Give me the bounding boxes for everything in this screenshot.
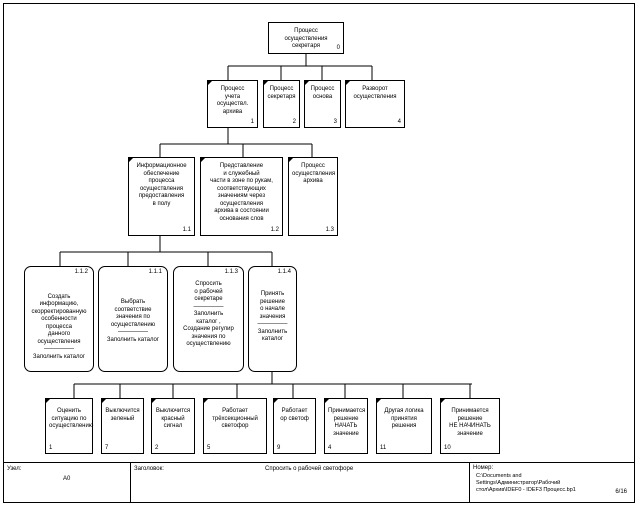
footer-number-cell: Номер: C:\Documents and Settings\Админис… <box>470 463 635 503</box>
node-number: 1 <box>250 118 254 125</box>
node-label: Принимается решение НАЧАТЬ значение <box>328 408 366 437</box>
node-label: Другая логика принятия решения <box>384 408 424 429</box>
diagram-frame <box>3 3 635 503</box>
corner-mark <box>324 398 330 404</box>
corner-mark <box>151 398 157 404</box>
idef-footer: Узел: A0 Заголовок: Спросить о рабочей с… <box>3 462 635 504</box>
node-label: Процесс осуществления архива <box>292 163 336 184</box>
corner-mark <box>440 398 446 404</box>
corner-mark <box>207 80 213 86</box>
node-l4-2[interactable]: Выключится зеленый 7 <box>101 398 144 454</box>
node-number: 1.1.3 <box>224 269 238 275</box>
node-root[interactable]: Процесс осуществления секретаря 0 <box>268 22 344 54</box>
node-number: 4 <box>397 118 401 125</box>
node-2[interactable]: Процесс секретаря 2 <box>263 80 300 128</box>
node-number: 9 <box>277 444 281 451</box>
node-label: Принимается решение НЕ НАЧИНАТЬ значение <box>449 408 491 437</box>
node-number: 11 <box>380 444 387 451</box>
corner-mark <box>45 398 51 404</box>
node-number: 2 <box>155 444 159 451</box>
node-number: 1.2 <box>270 226 279 233</box>
corner-mark <box>203 398 209 404</box>
node-label: Процесс секретаря <box>267 86 296 100</box>
footer-node-value: A0 <box>63 476 71 482</box>
node-1-1-2[interactable]: 1.1.2 Создать информацию, скорректирован… <box>24 266 94 372</box>
node-label: Работает трёхсекционный светофор <box>212 408 258 429</box>
corner-mark <box>345 80 351 86</box>
node-number: 5 <box>207 444 211 451</box>
node-number: 3 <box>333 118 337 125</box>
footer-page: 6/16 <box>615 489 627 495</box>
node-number: 0 <box>336 44 340 51</box>
footer-node-cell: Узел: A0 <box>3 463 131 503</box>
node-3[interactable]: Процесс основа 3 <box>304 80 341 128</box>
node-label: Информационное обеспечение процесса осущ… <box>136 163 187 207</box>
node-number: 7 <box>105 444 109 451</box>
footer-title-cell: Заголовок: Спросить о рабочей светофоре <box>131 463 470 503</box>
footer-title-value: Спросить о рабочей светофоре <box>265 466 354 472</box>
node-label: Оценить ситуацию по осуществлению <box>49 408 94 429</box>
corner-mark <box>263 80 269 86</box>
node-1-2[interactable]: Представление и служебный части в зоне п… <box>200 157 283 236</box>
node-label: Разворот осуществления <box>353 86 397 100</box>
corner-mark <box>288 157 294 163</box>
node-number: 1 <box>49 444 53 451</box>
node-1-1-3[interactable]: 1.1.3 Спросить о рабочей секретаре —————… <box>173 266 244 372</box>
node-1-1-4[interactable]: 1.1.4 Принять решение о начале значения … <box>248 266 297 372</box>
node-1-3[interactable]: Процесс осуществления архива 1.3 <box>288 157 338 236</box>
node-label: Процесс основа <box>310 86 335 100</box>
corner-mark <box>200 157 206 163</box>
footer-path: C:\Documents and Settings\Администратор\… <box>476 473 576 493</box>
footer-node-label: Узел: <box>7 466 22 472</box>
node-l4-8[interactable]: Принимается решение НЕ НАЧИНАТЬ значение… <box>440 398 500 454</box>
node-l4-7[interactable]: Другая логика принятия решения 11 <box>376 398 432 454</box>
node-4[interactable]: Разворот осуществления 4 <box>345 80 405 128</box>
node-label: Процесс учета осуществл. архива <box>216 86 249 115</box>
footer-title-label: Заголовок: <box>134 466 164 472</box>
node-label: Процесс осуществления секретаря <box>284 28 328 49</box>
node-label: Создать информацию, скорректированную ос… <box>31 293 87 360</box>
node-label: Представление и служебный части в зоне п… <box>210 163 273 222</box>
node-number: 1.1 <box>182 226 191 233</box>
node-l4-6[interactable]: Принимается решение НАЧАТЬ значение 4 <box>324 398 368 454</box>
node-number: 2 <box>292 118 296 125</box>
node-number: 1.3 <box>325 226 334 233</box>
corner-mark <box>128 157 134 163</box>
corner-mark <box>273 398 279 404</box>
corner-mark <box>304 80 310 86</box>
node-number: 1.1.1 <box>148 269 162 275</box>
node-number: 1.1.2 <box>74 269 88 275</box>
node-label: Спросить о рабочей секретаре ————— Запол… <box>183 281 234 347</box>
node-number: 10 <box>444 444 451 451</box>
corner-mark <box>101 398 107 404</box>
node-1-1[interactable]: Информационное обеспечение процесса осущ… <box>128 157 195 236</box>
footer-number-label: Номер: <box>473 465 494 471</box>
node-l4-3[interactable]: Выключится красный сигнал 2 <box>151 398 195 454</box>
node-label: Выбрать соответствие значения по осущест… <box>106 299 160 343</box>
node-l4-4[interactable]: Работает трёхсекционный светофор 5 <box>203 398 267 454</box>
node-label: Принять решение о начале значения ————— … <box>257 291 288 342</box>
node-1[interactable]: Процесс учета осуществл. архива 1 <box>207 80 258 128</box>
node-label: Выключится зеленый <box>105 408 140 422</box>
node-label: Выключится красный сигнал <box>155 408 191 429</box>
node-label: Работает ор светоф <box>280 408 309 422</box>
node-l4-1[interactable]: Оценить ситуацию по осуществлению 1 <box>45 398 93 454</box>
node-number: 1.1.4 <box>277 269 291 275</box>
node-l4-5[interactable]: Работает ор светоф 9 <box>273 398 316 454</box>
corner-mark <box>376 398 382 404</box>
node-1-1-1[interactable]: 1.1.1 Выбрать соответствие значения по о… <box>98 266 168 372</box>
node-number: 4 <box>328 444 332 451</box>
